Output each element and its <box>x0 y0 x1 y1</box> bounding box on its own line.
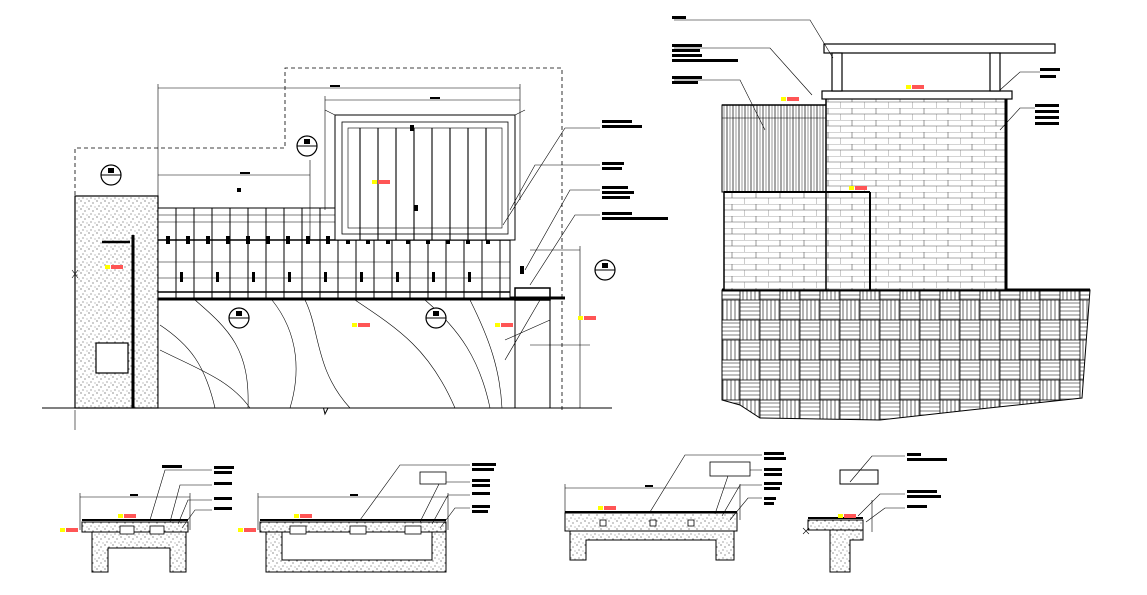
section-marker-icon <box>100 164 122 186</box>
level-tag <box>105 180 596 327</box>
detail-2 <box>238 463 496 573</box>
detail-1 <box>60 465 234 573</box>
detail-3 <box>564 452 786 561</box>
pillar-niche <box>95 342 129 374</box>
front-elevation <box>42 67 668 430</box>
concrete-pillar <box>74 195 159 409</box>
section-marker-icon <box>296 135 318 157</box>
side-section <box>672 16 1091 421</box>
detail-4 <box>802 453 947 573</box>
stone-base <box>157 299 551 409</box>
section-marker-icon <box>228 307 250 329</box>
section-marker-icon <box>594 259 616 281</box>
section-marker-icon <box>425 307 447 329</box>
